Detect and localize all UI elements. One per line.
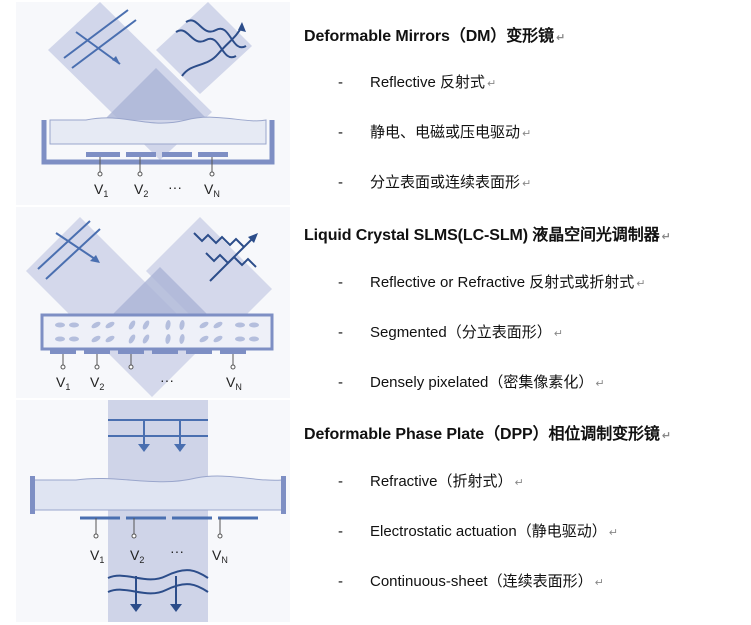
reflected-arrow-icon <box>238 22 246 32</box>
liquid-crystal-molecules <box>55 320 259 344</box>
stepped-wavefront-lines <box>193 232 257 282</box>
voltage-label-1: V1 <box>94 181 108 199</box>
reflected-beam <box>156 2 252 94</box>
voltage-label-2: V2 <box>130 547 144 565</box>
incident-arrow-icon <box>90 255 100 263</box>
incident-wavefront-lines <box>63 9 137 69</box>
electrode-row <box>86 152 228 157</box>
reflected-arrow-icon <box>248 233 258 243</box>
section-heading-lcslm: Liquid Crystal SLMS(LC-SLM) 液晶空间光调制器↵ <box>304 227 671 244</box>
incoming-wavefront-lines <box>108 419 208 446</box>
incoming-arrow-icon <box>174 444 186 452</box>
list-item: -静电、电磁或压电驱动↵ <box>338 124 532 141</box>
incident-wavefront-lines <box>37 220 101 280</box>
list-item: -Segmented（分立表面形）↵ <box>338 324 563 341</box>
incoming-arrow-icon <box>138 444 150 452</box>
voltage-ellipsis: ··· <box>170 543 184 559</box>
list-item: -Reflective or Refractive 反射式或折射式↵ <box>338 274 646 291</box>
beam-overlap <box>104 68 208 120</box>
mirror-membrane <box>49 116 267 145</box>
plate-frame-left <box>30 476 35 514</box>
list-item: -Electrostatic actuation（静电驱动）↵ <box>338 523 618 540</box>
dm-diagram: V1 V2 ··· VN <box>16 2 290 205</box>
diagram-column: V1 V2 ··· VN <box>0 0 290 625</box>
list-item: -Densely pixelated（密集像素化）↵ <box>338 374 605 391</box>
transmitted-beam <box>108 400 208 622</box>
voltage-label-n: VN <box>204 181 220 199</box>
mirror-housing <box>41 120 275 165</box>
voltage-label-n: VN <box>212 547 228 565</box>
lc-slm-diagram: V1 V2 ··· VN <box>16 207 290 398</box>
voltage-ellipsis: ··· <box>160 372 174 388</box>
reflected-beam <box>146 217 272 343</box>
plate-frame-right <box>281 476 286 514</box>
voltage-label-2: V2 <box>90 374 104 392</box>
list-item: -Continuous-sheet（连续表面形）↵ <box>338 573 604 590</box>
outgoing-arrow-icon <box>170 604 182 612</box>
outgoing-arrow-icon <box>130 604 142 612</box>
liquid-crystal-cell <box>40 313 274 351</box>
section-heading-dm: Deformable Mirrors（DM）变形镜↵ <box>304 28 566 45</box>
voltage-ellipsis: ··· <box>168 179 182 195</box>
dpp-diagram: V1 V2 ··· VN <box>16 400 290 622</box>
list-item: -分立表面或连续表面形↵ <box>338 174 532 191</box>
list-item: -Reflective 反射式↵ <box>338 74 497 91</box>
section-heading-dpp: Deformable Phase Plate（DPP）相位调制变形镜↵ <box>304 426 671 443</box>
distorted-wavefront-lines <box>107 569 209 606</box>
list-item: -Refractive（折射式）↵ <box>338 473 524 490</box>
voltage-label-n: VN <box>226 374 242 392</box>
voltage-label-1: V1 <box>90 547 104 565</box>
electrode-leads <box>60 354 236 370</box>
electrode-row <box>50 349 246 354</box>
electrode-leads <box>93 518 223 539</box>
aberrated-wavefront-lines <box>175 19 247 77</box>
beam-overlap <box>108 267 212 319</box>
voltage-label-1: V1 <box>56 374 70 392</box>
voltage-label-2: V2 <box>134 181 148 199</box>
electrode-leads <box>97 157 215 177</box>
phase-plate-membrane <box>33 475 283 511</box>
incident-arrow-icon <box>112 56 120 64</box>
